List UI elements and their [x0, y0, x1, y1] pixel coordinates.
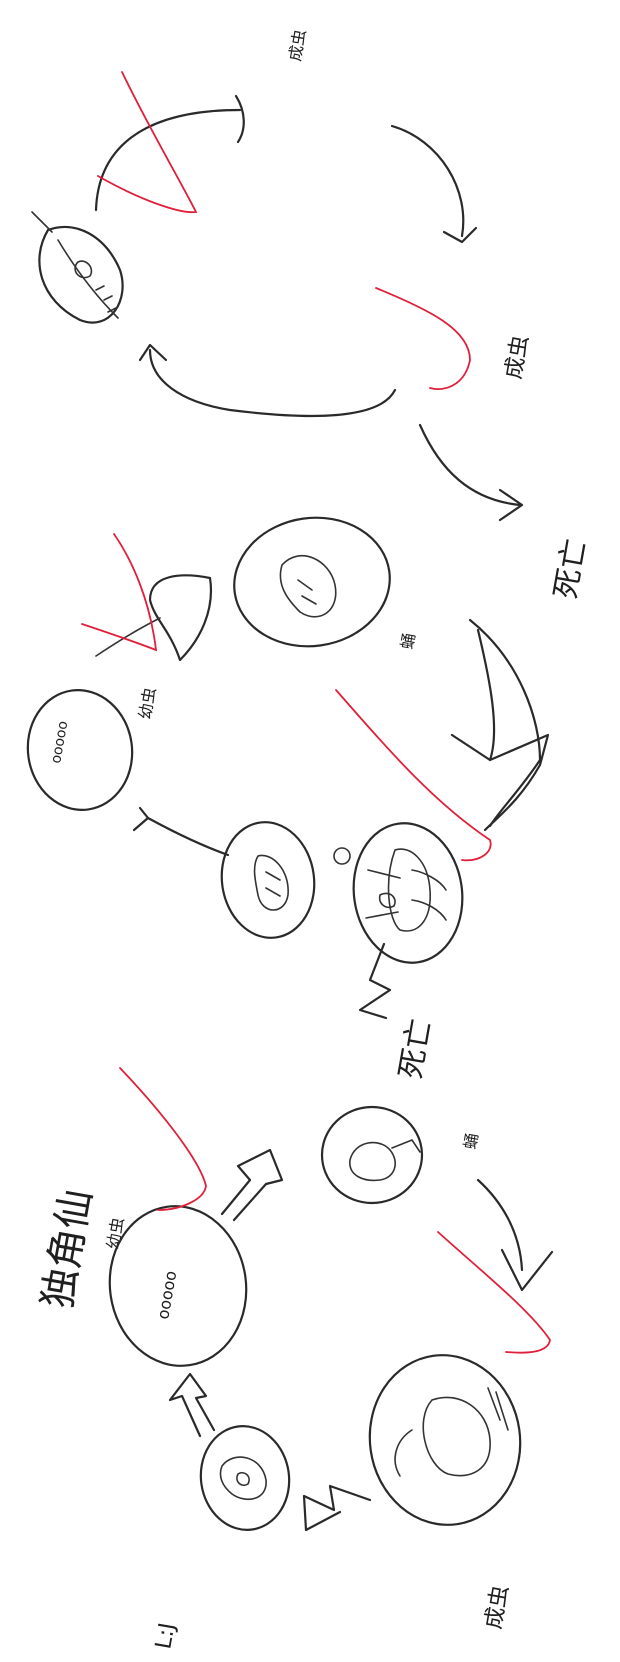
arrow-middle-big: [468, 618, 542, 828]
eggs-glyphs-middle: ooooo: [48, 720, 71, 765]
label-top-adult: 成虫: [285, 28, 309, 63]
bottom-cycle: 独角仙 幼虫 ooooo 蛹 成虫: [35, 1067, 554, 1651]
adult-oval-middle: [352, 822, 464, 964]
leaf-circle-bottom: [199, 1425, 291, 1531]
label-middle-larva: 幼虫: [135, 686, 159, 721]
label-bottom-adult: 成虫: [481, 1583, 513, 1631]
label-middle-death: 死亡: [393, 1016, 438, 1081]
middle-cycle: ooooo 幼虫 蛹 死亡: [26, 516, 550, 1081]
arrow-middle-upleft: [148, 574, 213, 662]
arrow-bottom-upright: [220, 1148, 284, 1222]
arrow-top-down-death: [418, 423, 522, 507]
adult-circle-bottom: [368, 1354, 522, 1526]
label-top-death: 死亡: [548, 536, 593, 601]
arrow-top-right-arc: [390, 124, 465, 238]
label-middle-pupa: 蛹: [397, 632, 418, 651]
arrow-bottom-down: [476, 1178, 524, 1272]
arrow-top-return-arc: [148, 348, 397, 418]
label-bottom-pupa: 蛹: [460, 1132, 481, 1151]
larva-oval-middle: [220, 821, 316, 939]
arrow-middle-to-eggs: [146, 816, 230, 857]
arrow-top-left-arc: [94, 108, 242, 212]
leaf-larva-top: [31, 211, 124, 324]
label-top-adult-2: 成虫: [501, 333, 533, 381]
arrow-bottom-left-zigzag: [302, 1484, 372, 1532]
eggs-oval-middle: ooooo: [26, 689, 134, 811]
pupa-oval-middle: [233, 516, 391, 648]
arrow-middle-down-zigzag: [358, 942, 392, 1020]
eggs-glyphs-bottom: ooooo: [153, 1269, 180, 1321]
top-cycle: 成虫 成虫 死亡: [31, 28, 593, 601]
pupa-circle-bottom: [320, 1105, 424, 1205]
arrow-bottom-up: [168, 1372, 216, 1438]
connector-circle: [333, 847, 351, 865]
label-title: 独角仙: [35, 1186, 101, 1312]
label-bottom-small: L:J: [151, 1621, 180, 1651]
